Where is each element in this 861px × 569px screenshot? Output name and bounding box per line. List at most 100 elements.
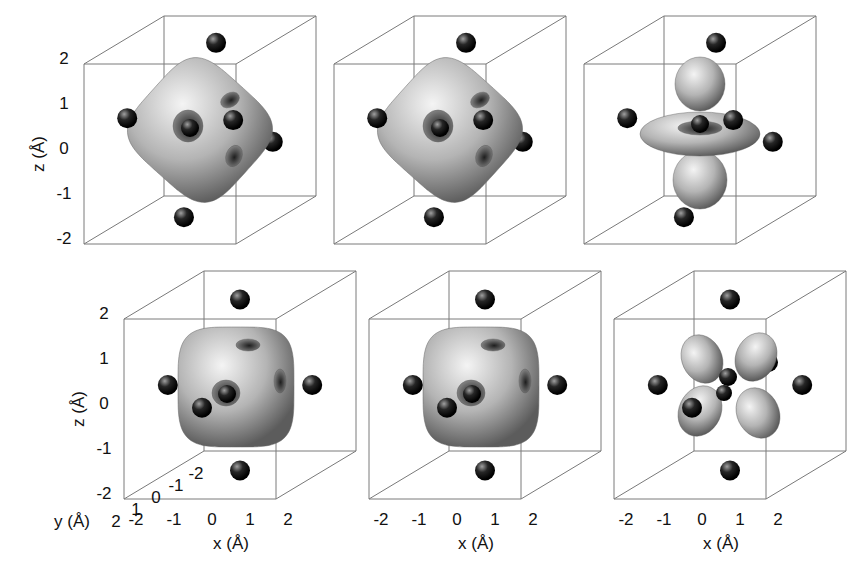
box-edge (164, 16, 316, 17)
axis-label: 1 (490, 511, 499, 528)
box-edge (614, 499, 766, 500)
isosurface (377, 58, 522, 203)
surface-hole (223, 143, 246, 169)
panel (124, 271, 356, 499)
isosurface-lobe (673, 151, 727, 209)
atom (431, 119, 449, 137)
box-edge (816, 16, 817, 196)
atom (230, 290, 250, 310)
axis-label: -1 (56, 185, 71, 202)
axis-label: 0 (99, 395, 108, 412)
box-edge (566, 16, 567, 196)
atom (437, 398, 457, 418)
atom (475, 461, 495, 481)
box-edge (84, 196, 164, 244)
axis-label: -2 (373, 511, 388, 528)
surface-hole (423, 110, 453, 142)
atom (720, 461, 740, 481)
box-edge (449, 271, 601, 272)
box-edge (369, 319, 370, 499)
axis-label: -2 (56, 230, 71, 247)
axis-label: -2 (96, 485, 111, 502)
atom (691, 115, 709, 133)
box-edge (614, 319, 615, 499)
axis-label: 0 (207, 511, 216, 528)
axis-label: -1 (168, 477, 183, 494)
atom (674, 207, 694, 227)
box-edge (584, 16, 664, 64)
atom (792, 375, 812, 395)
box-edge (584, 244, 736, 245)
box-edge (486, 196, 566, 244)
box-edge (84, 16, 164, 64)
box-edge (84, 244, 236, 245)
atom (302, 375, 322, 395)
box-edge (614, 271, 694, 319)
axis-label: 2 (283, 511, 292, 528)
axis-title: z (Å) (70, 391, 87, 427)
atom (174, 207, 194, 227)
atom (158, 375, 178, 395)
axis-label: x (Å) (213, 535, 249, 552)
atom (716, 385, 732, 401)
box-edge (614, 319, 766, 320)
box-edge (124, 499, 276, 500)
box-edge (124, 451, 204, 499)
atom (719, 368, 737, 386)
box-edge (614, 451, 694, 499)
box-edge (204, 271, 356, 272)
surface-hole (218, 89, 242, 111)
panel (584, 16, 816, 244)
box-edge (601, 271, 602, 451)
box-edge (369, 271, 449, 319)
box-edge (766, 451, 846, 499)
axis-label: 2 (59, 50, 68, 67)
box-edge (584, 196, 664, 244)
axis-label: 0 (452, 511, 461, 528)
box-edge (414, 16, 566, 17)
atom (682, 398, 702, 418)
atom (706, 33, 726, 53)
atom (230, 461, 250, 481)
box-edge (124, 319, 125, 499)
box-edge (369, 451, 449, 499)
isosurface-lobe (675, 57, 725, 111)
box-edge (766, 271, 846, 319)
atom (463, 385, 481, 403)
atom (473, 110, 493, 130)
box-edge (334, 64, 335, 244)
box-edge (124, 271, 204, 319)
atom (403, 375, 423, 395)
axis-label: 0 (697, 511, 706, 528)
box-edge (736, 196, 816, 244)
box-edge (521, 451, 601, 499)
box-edge (521, 271, 601, 319)
axis-label: -2 (128, 511, 143, 528)
atom (117, 108, 137, 128)
panel (614, 271, 846, 499)
axis-label: -1 (411, 511, 426, 528)
atom (763, 132, 783, 152)
atom (367, 108, 387, 128)
axis-label: y (Å) (54, 513, 90, 530)
atom (181, 119, 199, 137)
isosurface (178, 327, 294, 447)
atom (475, 290, 495, 310)
box-edge (584, 64, 585, 244)
isosurface (423, 327, 539, 447)
atom (206, 33, 226, 53)
box-edge (334, 196, 414, 244)
atom (223, 110, 243, 130)
axis-label: -2 (188, 465, 203, 482)
surface-hole (481, 339, 505, 351)
axis-label: -1 (96, 440, 111, 457)
surface-hole (473, 143, 496, 169)
axis-title: z (Å) (30, 136, 47, 172)
surface-hole (236, 339, 260, 351)
atom (192, 398, 212, 418)
atom (424, 207, 444, 227)
box-edge (486, 16, 566, 64)
box-edge (736, 64, 737, 244)
isosurface (127, 58, 272, 203)
